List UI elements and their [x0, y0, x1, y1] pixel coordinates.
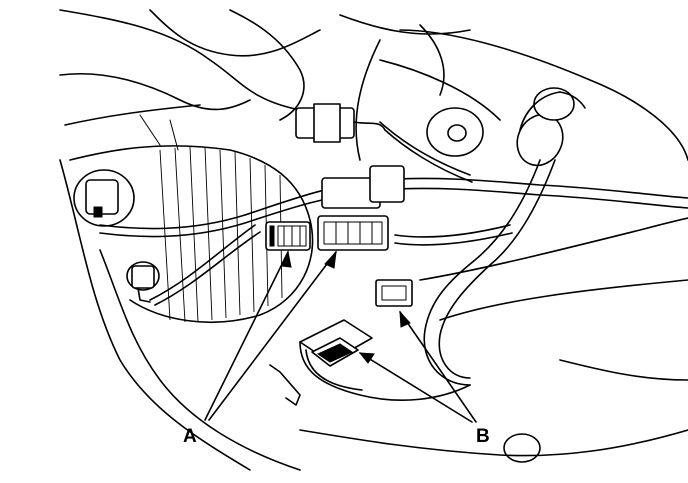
bulb-socket-lower: [126, 261, 160, 303]
connector-a-right: [317, 165, 405, 251]
connector-b-upper: [375, 279, 413, 307]
bulb-socket-upper: [73, 169, 135, 227]
mounting-holes: [426, 107, 541, 463]
lamp-housing: [69, 114, 314, 324]
callout-label-b: B: [476, 426, 490, 447]
body-panel: [59, 9, 688, 471]
top-connector: [295, 103, 386, 143]
leader-lines: [204, 250, 477, 423]
connector-b-lower: [269, 319, 471, 406]
callout-label-a: A: [183, 426, 197, 447]
wiring-harness: [99, 121, 688, 306]
grommet: [423, 87, 586, 386]
connector-a-left: [265, 221, 311, 251]
